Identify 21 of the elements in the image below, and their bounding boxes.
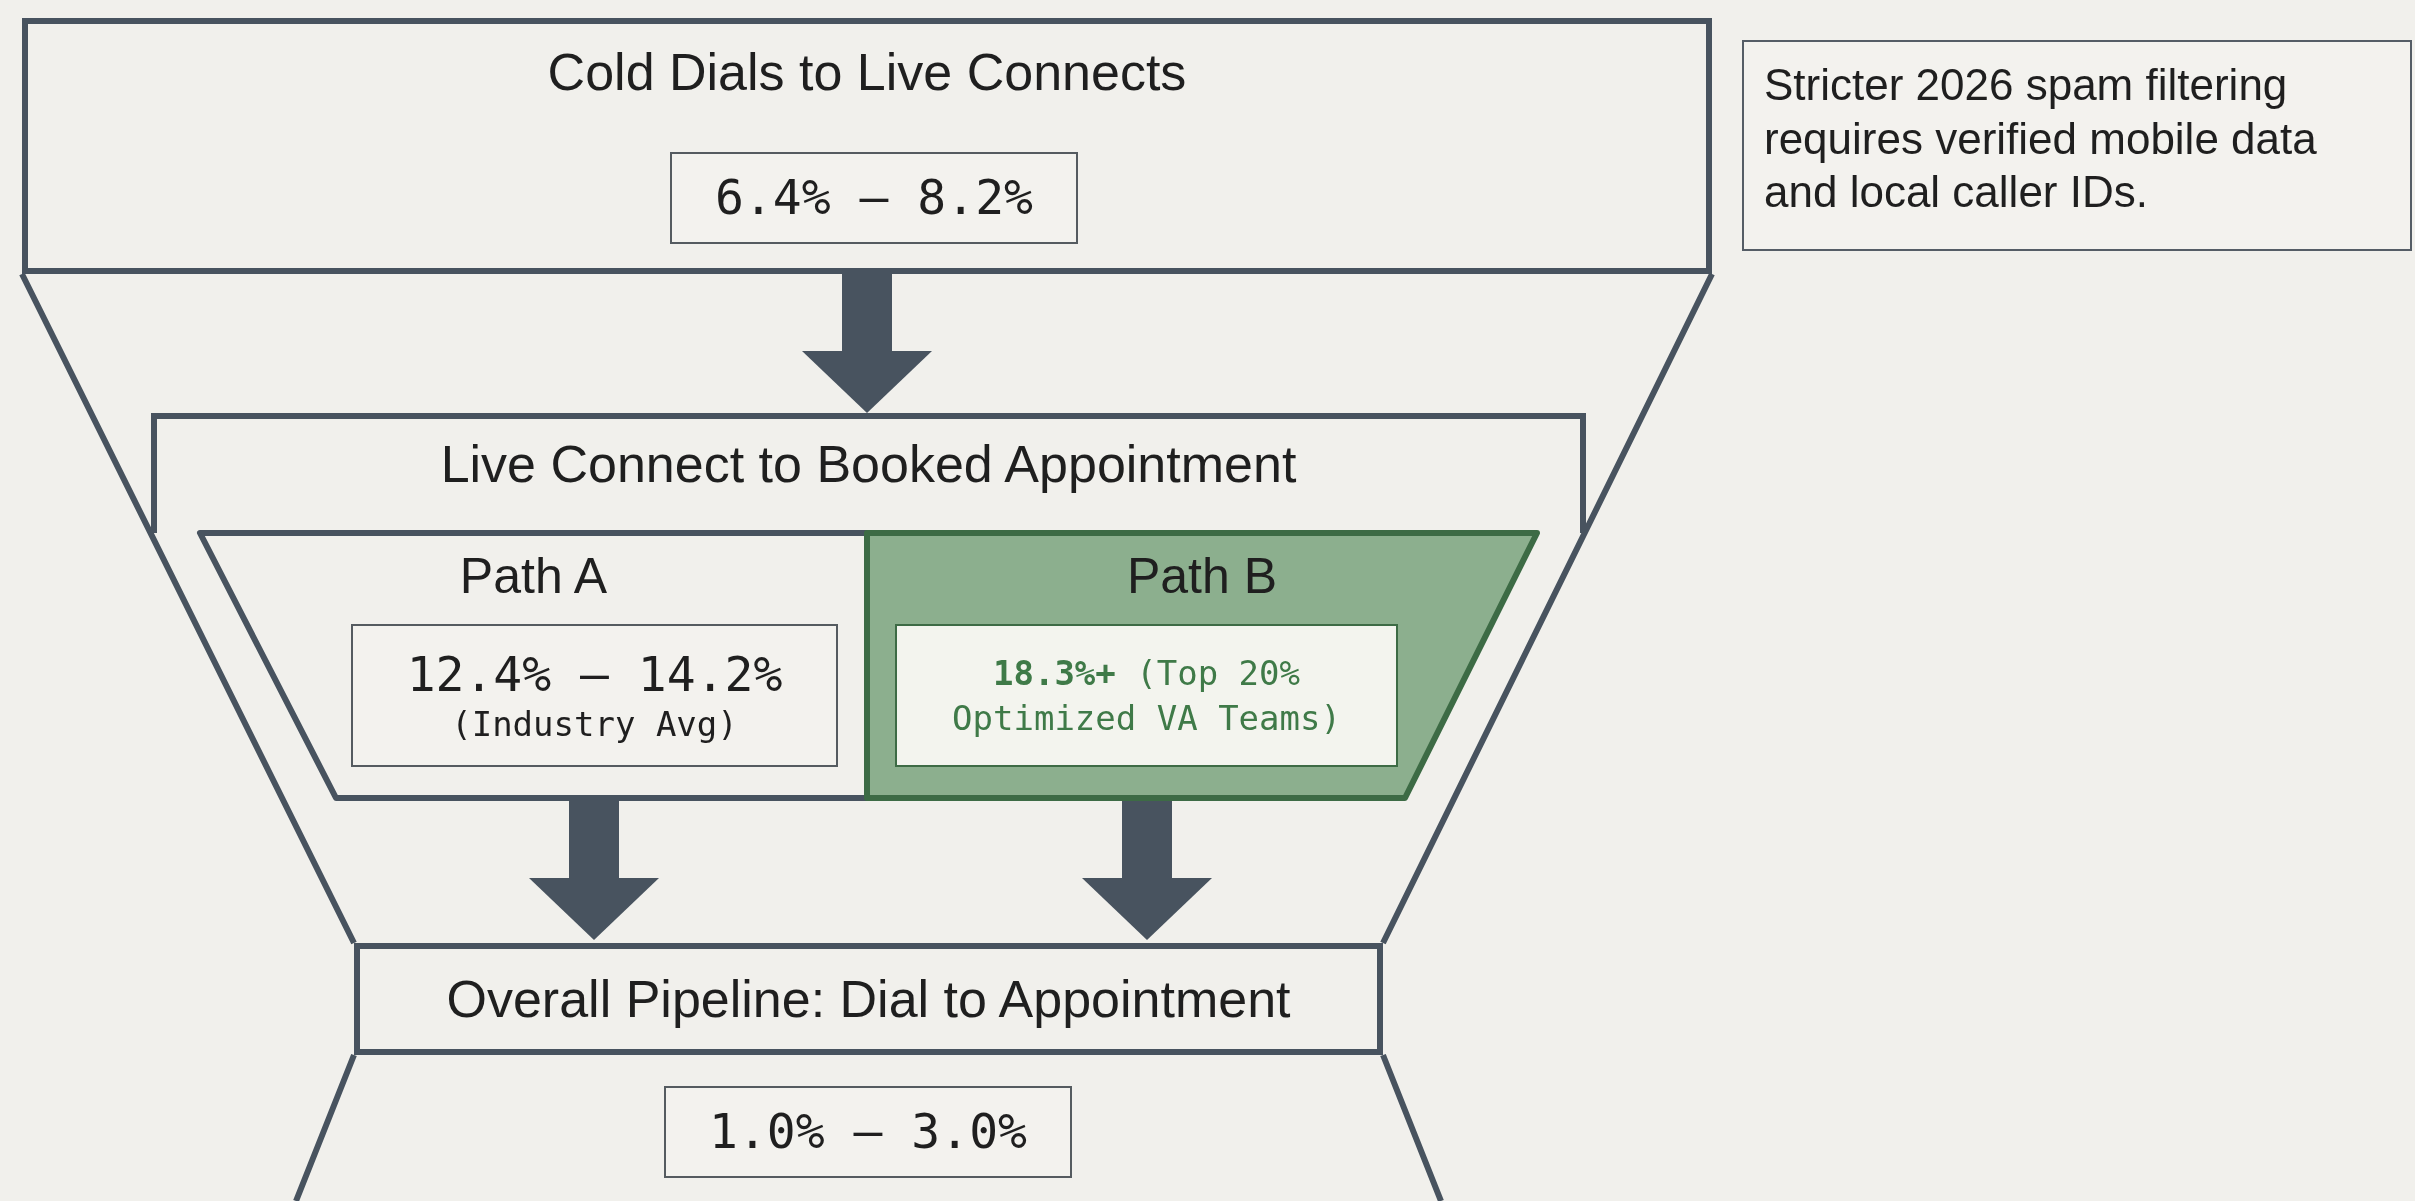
stage-title: Path B — [1125, 547, 1279, 605]
stage-box — [22, 18, 1712, 274]
highlighted-rate-box — [895, 624, 1398, 767]
stage-panel — [154, 416, 1583, 798]
stage-box — [354, 943, 1383, 1055]
arrow — [802, 274, 932, 413]
rate-box — [670, 152, 1078, 244]
highlighted-path-trapezoid — [867, 533, 1537, 798]
stage-title: Overall Pipeline: Dial to Appointment — [446, 968, 1291, 1030]
rate-value: 1.0% – 3.0% — [709, 1103, 1027, 1161]
rate-box — [351, 624, 838, 767]
stage-title: Path A — [458, 547, 609, 605]
rate-box — [664, 1086, 1072, 1178]
stage-title: Live Connect to Booked Appointment — [439, 434, 1298, 494]
rate-value: 6.4% – 8.2% — [715, 169, 1033, 227]
rate-description: 18.3%+ (Top 20% Optimized VA Teams) — [951, 652, 1342, 740]
rate-note: (Industry Avg) — [451, 703, 738, 745]
note-box — [1742, 40, 2412, 251]
stage-title: Cold Dials to Live Connects — [546, 42, 1188, 102]
rate-value: 12.4% – 14.2% — [406, 646, 783, 704]
note-text: Stricter 2026 spam filtering requires verified mobile data and local caller IDs. — [1764, 59, 2318, 219]
